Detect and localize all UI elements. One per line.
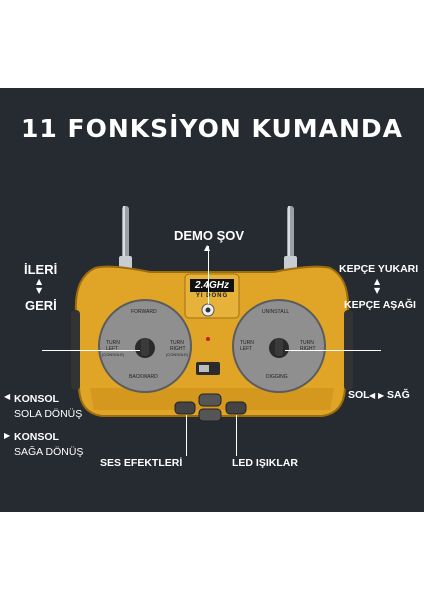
right-stick-line xyxy=(285,350,381,351)
right-label: SAĞ xyxy=(387,389,410,401)
led-label: LED IŞIKLAR xyxy=(232,457,298,469)
right-stick-top: UNINSTALL xyxy=(262,309,290,315)
backward-label: GERİ xyxy=(25,298,57,313)
right-stick-left-1: TURN xyxy=(240,340,254,346)
down-arrow-icon: ▼ xyxy=(36,286,43,295)
right-stick-bottom: DIGGING xyxy=(266,374,288,380)
left-stick-right-3: (CONSOLE) xyxy=(166,352,189,357)
bucket-down-label: KEPÇE AŞAĞI xyxy=(344,299,416,311)
product-panel: 11 FONKSİYON KUMANDA xyxy=(0,88,424,512)
console-left-arrow-icon: ◀ xyxy=(4,392,11,401)
right-arrow-icon: ▶ xyxy=(378,391,385,400)
remote-controller-illustration xyxy=(71,206,353,422)
bucket-up-label: KEPÇE YUKARI xyxy=(339,263,419,275)
left-stick-top: FORWARD xyxy=(131,309,157,315)
left-stick-left-3: (CONSOLE) xyxy=(102,352,125,357)
sound-line xyxy=(186,415,187,456)
forward-label: İLERİ xyxy=(24,262,58,277)
console-right-arrow-icon: ▶ xyxy=(4,431,11,440)
left-arrow-icon: ◀ xyxy=(369,391,376,400)
demo-line xyxy=(208,246,209,304)
bucket-down-arrow-icon: ▼ xyxy=(374,286,381,295)
led-line xyxy=(236,415,237,456)
sound-label: SES EFEKTLERİ xyxy=(100,457,183,469)
console-left-label-2: SOLA DÖNÜŞ xyxy=(14,408,83,420)
left-stick-left-2: LEFT xyxy=(106,346,119,352)
left-stick-line xyxy=(42,350,140,351)
left-label: SOL xyxy=(348,389,370,401)
brand-label: YI DONG xyxy=(195,293,229,299)
band-badge: 2.4GHz xyxy=(190,279,234,292)
right-stick-right-1: TURN xyxy=(300,340,314,346)
left-antenna xyxy=(119,206,132,270)
right-stick-right-2: RIGHT xyxy=(300,346,316,352)
console-left-label-1: KONSOL xyxy=(14,393,59,405)
headline: 11 FONKSİYON KUMANDA xyxy=(21,114,403,143)
left-stick-right-2: RIGHT xyxy=(170,346,186,352)
up-arrow-icon: ▲ xyxy=(36,277,43,286)
left-stick-right-1: TURN xyxy=(170,340,184,346)
demo-label: DEMO ŞOV xyxy=(174,228,245,243)
right-antenna xyxy=(284,206,297,270)
right-stick-left-2: LEFT xyxy=(240,346,253,352)
demo-arrow-icon: ▲ xyxy=(204,243,211,252)
bucket-up-arrow-icon: ▲ xyxy=(374,277,381,286)
left-stick-left-1: TURN xyxy=(106,340,120,346)
left-stick-bottom: BACKWARD xyxy=(129,374,158,380)
console-right-label-2: SAĞA DÖNÜŞ xyxy=(14,446,84,458)
console-right-label-1: KONSOL xyxy=(14,431,59,443)
